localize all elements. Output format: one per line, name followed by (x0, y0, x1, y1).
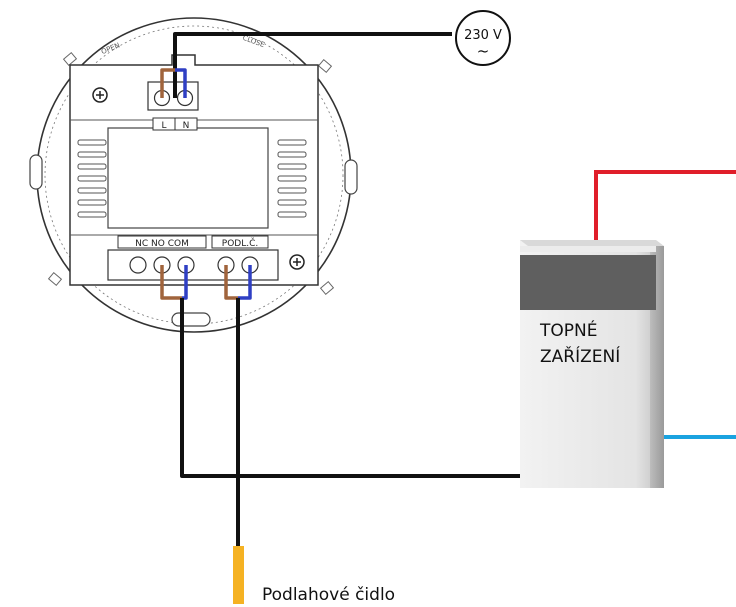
screw-icon (289, 254, 305, 270)
supply-pipe-red (594, 170, 736, 243)
terminal-block-output: NC NO COM PODL.Č. (107, 235, 279, 281)
heating-device: TOPNÉ ZAŘÍZENÍ (520, 240, 664, 488)
floor-sensor-label: Podlahové čidlo (262, 585, 395, 605)
terminal-N-label: N (183, 121, 190, 131)
terminal-relay-label: NC NO COM (135, 239, 189, 249)
ac-symbol-label: ~ (477, 42, 490, 60)
screw-icon (92, 87, 108, 103)
sensor-wires (224, 265, 252, 548)
heater-label-line1: TOPNÉ (539, 319, 597, 341)
terminal-L-label: L (161, 121, 166, 131)
supply-wires (160, 32, 452, 98)
power-supply-symbol: 230 V ~ (455, 10, 511, 66)
vent-slots-right (277, 139, 307, 218)
floor-sensor-probe (233, 546, 244, 604)
vent-slots-left (77, 139, 107, 218)
voltage-label: 230 V (464, 28, 502, 43)
terminal-sensor-label: PODL.Č. (222, 237, 258, 249)
heater-label-line2: ZAŘÍZENÍ (540, 345, 620, 367)
thermostat-body (69, 54, 319, 286)
relay-wires (160, 265, 525, 478)
